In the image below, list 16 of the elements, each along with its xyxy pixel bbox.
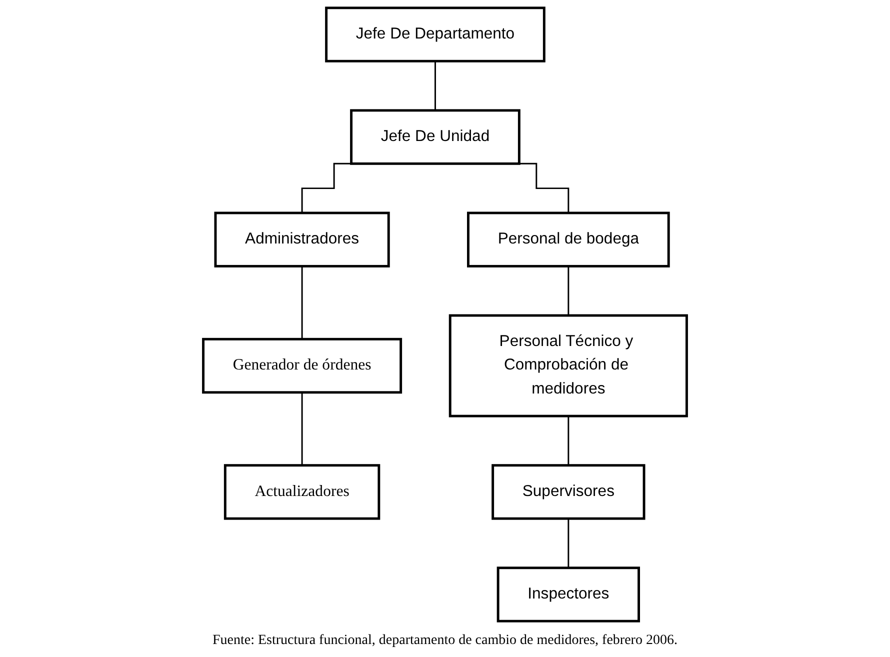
node-box: Jefe De Unidad: [350, 109, 520, 165]
node-box: Supervisores: [492, 464, 646, 520]
connector: [301, 265, 303, 340]
connector: [434, 60, 436, 112]
connector: [568, 415, 570, 466]
connector: [301, 392, 303, 466]
node-box: Jefe De Departamento: [325, 6, 546, 62]
node-box: Personal Técnico y Comprobación de medidores: [448, 314, 688, 418]
node-box: Inspectores: [496, 566, 640, 622]
node-box: Administradores: [214, 212, 390, 268]
node-box: Generador de órdenes: [202, 338, 402, 394]
node-box: Actualizadores: [224, 464, 380, 520]
node-box: Personal de bodega: [467, 212, 670, 268]
connector: [568, 518, 570, 569]
caption: Fuente: Estructura funcional, departamento de cambio de medidores, febrero 2006.: [212, 633, 678, 649]
connector: [568, 265, 570, 316]
